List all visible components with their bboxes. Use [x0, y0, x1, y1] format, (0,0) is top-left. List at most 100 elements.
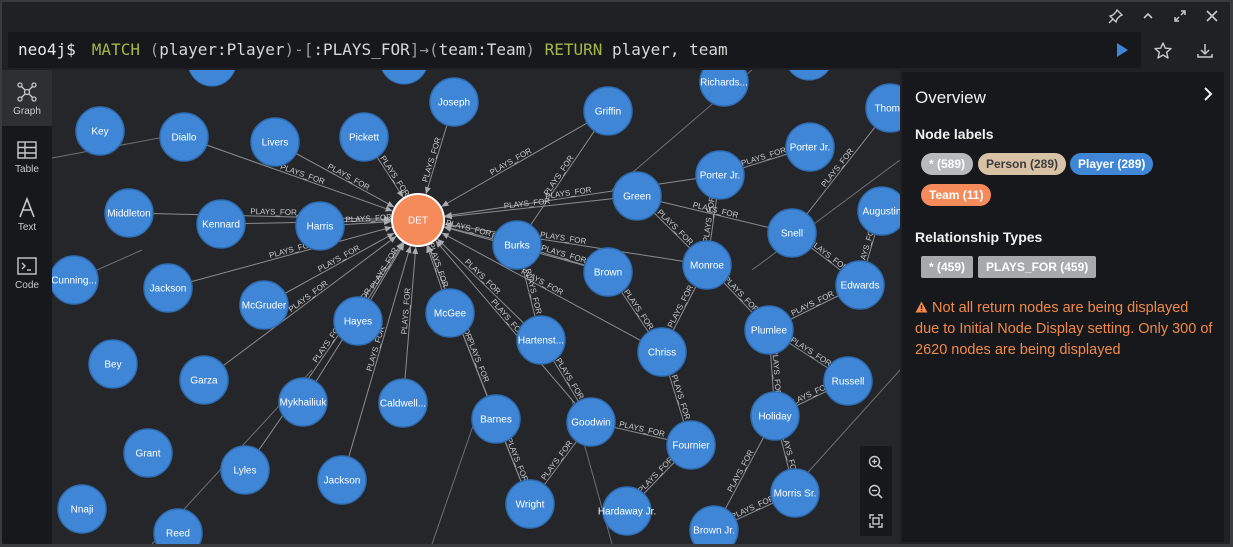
- fit-icon[interactable]: [866, 511, 886, 531]
- star-icon[interactable]: [1152, 40, 1174, 62]
- player-node[interactable]: Key: [75, 106, 125, 156]
- player-node[interactable]: Reed: [153, 508, 203, 544]
- player-node[interactable]: Richards...: [699, 70, 749, 107]
- player-node[interactable]: McGee: [425, 288, 475, 338]
- player-node[interactable]: Middleton: [104, 188, 154, 238]
- relationship-edge[interactable]: [417, 110, 609, 221]
- player-node[interactable]: Brown: [583, 247, 633, 297]
- sidebar-item-graph[interactable]: Graph: [2, 70, 52, 126]
- node-label: Kennard: [202, 220, 240, 231]
- node-label: Snell: [781, 229, 803, 240]
- sidebar-item-text[interactable]: Text: [2, 186, 52, 242]
- relationship-edge[interactable]: [203, 219, 419, 381]
- player-node[interactable]: Porter Jr.: [695, 150, 745, 200]
- player-node[interactable]: Mykhailiuk: [278, 377, 328, 427]
- player-node[interactable]: Chriss: [637, 327, 687, 377]
- zoom-in-icon[interactable]: [866, 453, 886, 473]
- relationship-edge[interactable]: [791, 107, 891, 234]
- edge-label: PLAYS_FOR: [622, 288, 656, 332]
- query-editor[interactable]: neo4j$MATCH (player:Player)-[:PLAYS_FOR]…: [8, 32, 1141, 68]
- node-label-chip-team[interactable]: Team (11): [921, 184, 992, 206]
- player-node[interactable]: McGruder: [239, 280, 289, 330]
- relationship-edge[interactable]: [417, 219, 592, 423]
- player-node[interactable]: Hayes: [333, 296, 383, 346]
- relationship-edge[interactable]: [128, 212, 419, 221]
- edge-arrowhead: [441, 232, 450, 239]
- player-node[interactable]: Garza: [179, 355, 229, 405]
- player-node[interactable]: Burks: [492, 220, 542, 270]
- pin-icon[interactable]: [1106, 6, 1126, 26]
- chevron-right-icon[interactable]: [1198, 84, 1218, 104]
- team-node[interactable]: DET: [391, 193, 445, 247]
- player-node[interactable]: Edwards: [835, 260, 885, 310]
- player-node[interactable]: Harris: [295, 201, 345, 251]
- node-label: Wright: [516, 500, 545, 511]
- player-node[interactable]: Monroe: [682, 240, 732, 290]
- player-node[interactable]: Jackson: [143, 263, 193, 313]
- relationship-edge[interactable]: [244, 219, 419, 471]
- player-node[interactable]: Plumlee: [744, 305, 794, 355]
- sidebar-item-table[interactable]: Table: [2, 128, 52, 184]
- player-node[interactable]: Griffin: [583, 86, 633, 136]
- player-node[interactable]: Russell: [823, 356, 873, 406]
- relationship-edge[interactable]: [341, 219, 419, 481]
- player-node[interactable]: [188, 70, 236, 87]
- relationship-edge[interactable]: [417, 195, 638, 221]
- node-label: Caldwell...: [380, 399, 426, 410]
- player-node[interactable]: Green: [612, 171, 662, 221]
- download-icon[interactable]: [1194, 40, 1216, 62]
- player-node[interactable]: Caldwell...: [378, 378, 428, 428]
- close-icon[interactable]: [1202, 6, 1222, 26]
- relationship-edge[interactable]: [791, 369, 900, 491]
- relationship-edge[interactable]: [417, 174, 721, 221]
- player-node[interactable]: Kennard: [196, 199, 246, 249]
- expand-icon[interactable]: [1170, 6, 1190, 26]
- player-node[interactable]: Fournier: [666, 420, 716, 470]
- player-node[interactable]: Lyles: [220, 445, 270, 495]
- player-node[interactable]: Livers: [250, 117, 300, 167]
- player-node[interactable]: Wright: [505, 479, 555, 529]
- node-circle: [857, 186, 900, 236]
- relationship-edge[interactable]: [516, 110, 609, 246]
- collapse-icon[interactable]: [1138, 6, 1158, 26]
- player-node[interactable]: Thoma: [865, 83, 900, 133]
- player-node[interactable]: Pickett: [339, 112, 389, 162]
- player-node[interactable]: Snell: [767, 208, 817, 258]
- player-node[interactable]: [785, 70, 833, 81]
- query-text[interactable]: MATCH (player:Player)-[:PLAYS_FOR]→(team…: [92, 40, 728, 59]
- node-circle: [425, 288, 475, 338]
- node-circle: [104, 188, 154, 238]
- player-node[interactable]: Jackson: [317, 455, 367, 505]
- relationship-edge[interactable]: [417, 219, 708, 266]
- player-node[interactable]: Diallo: [159, 112, 209, 162]
- player-node[interactable]: [380, 70, 428, 85]
- node-label-chip-all[interactable]: * (589): [921, 153, 974, 175]
- player-node[interactable]: Porter Jr.: [785, 122, 835, 172]
- player-node[interactable]: Hartenst...: [516, 315, 566, 365]
- relationship-edge[interactable]: [417, 219, 663, 353]
- relationship-edge[interactable]: [183, 136, 419, 221]
- rel-type-chip-all[interactable]: * (459): [921, 256, 974, 278]
- player-node[interactable]: Augustin: [857, 186, 900, 236]
- sidebar-item-code[interactable]: Code: [2, 244, 52, 300]
- player-node[interactable]: Nnaji: [57, 484, 107, 534]
- relationship-edge[interactable]: [167, 219, 419, 289]
- player-node[interactable]: Hardaway Jr.: [598, 486, 656, 536]
- node-label: Harris: [307, 222, 334, 233]
- player-node[interactable]: Brown Jr.: [689, 505, 739, 544]
- node-label: Thoma: [874, 104, 900, 115]
- player-node[interactable]: Cunning...: [52, 255, 99, 305]
- player-node[interactable]: Joseph: [429, 77, 479, 127]
- player-node[interactable]: Bey: [88, 339, 138, 389]
- node-label-chip-person[interactable]: Person (289): [978, 153, 1067, 175]
- zoom-out-icon[interactable]: [866, 482, 886, 502]
- player-node[interactable]: Goodwin: [566, 397, 616, 447]
- player-node[interactable]: Morris Sr.: [770, 468, 820, 518]
- node-label-chip-player[interactable]: Player (289): [1070, 153, 1154, 175]
- rel-type-chip-plays-for[interactable]: PLAYS_FOR (459): [978, 256, 1097, 278]
- player-node[interactable]: Barnes: [471, 394, 521, 444]
- run-icon[interactable]: [1112, 40, 1132, 60]
- player-node[interactable]: Holiday: [750, 391, 800, 441]
- player-node[interactable]: Grant: [123, 428, 173, 478]
